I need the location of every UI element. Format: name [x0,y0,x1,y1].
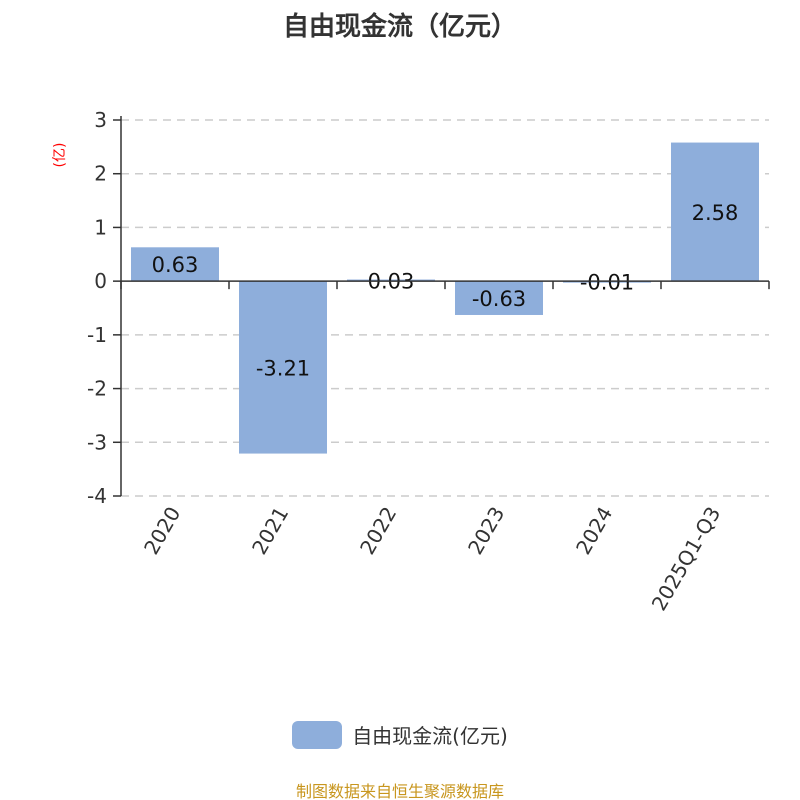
data-label: -0.63 [472,287,526,311]
y-tick-label: 2 [94,162,107,186]
legend-label: 自由现金流(亿元) [352,724,508,748]
y-tick-label: -1 [87,323,107,347]
bar [671,142,759,282]
source-note: 制图数据来自恒生聚源数据库 [295,782,504,800]
x-tick-label: 2023 [463,503,509,559]
data-label: 0.63 [152,253,199,277]
bar [347,279,435,282]
x-tick-label: 2021 [247,503,293,559]
chart-title: 自由现金流（亿元） [282,12,517,42]
bar [239,281,327,454]
x-tick-label: 2022 [355,503,401,559]
legend[interactable]: 自由现金流(亿元) [0,720,800,749]
data-label: -3.21 [256,356,310,380]
y-axis-label: (亿) [52,143,68,168]
y-tick-label: 1 [94,215,107,239]
y-tick-label: 3 [94,108,107,132]
legend-swatch [292,720,343,749]
y-tick-label: -4 [87,484,107,508]
y-tick-label: 0 [94,269,107,293]
data-label: -0.01 [580,270,634,294]
y-tick-label: -2 [87,377,107,401]
x-tick-label: 2020 [139,503,185,559]
bar [455,281,543,315]
data-label: 2.58 [692,201,739,225]
y-tick-label: -3 [87,430,107,454]
bar [131,247,219,282]
x-tick-label: 2025Q1-Q3 [647,503,726,615]
x-tick-label: 2024 [571,503,617,559]
